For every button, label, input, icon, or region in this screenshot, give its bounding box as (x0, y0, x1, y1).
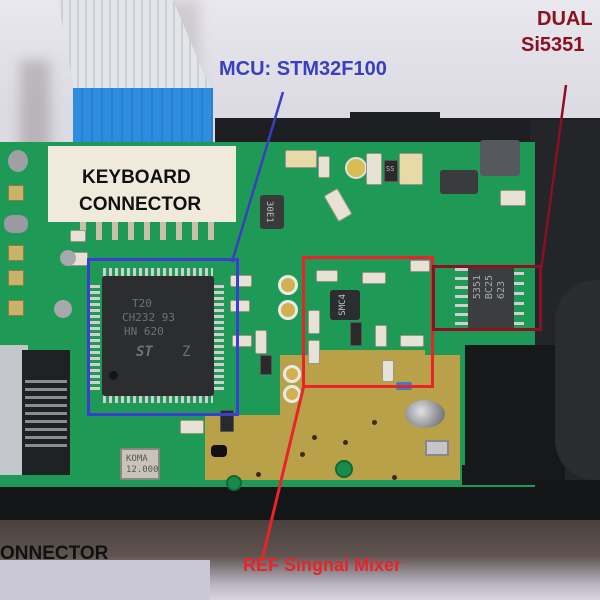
pad (8, 300, 24, 316)
via (256, 472, 261, 477)
resistor (318, 156, 330, 178)
resistor (316, 270, 338, 282)
solder-joint (8, 150, 28, 172)
crystal-oscillator: KOMA 12.000 (120, 448, 160, 480)
si5351-highlight-box (432, 265, 542, 331)
crystal-marking-1: KOMA (126, 454, 148, 464)
resistor (308, 340, 320, 364)
capacitor (375, 325, 387, 347)
si5351-pins-right (512, 272, 524, 326)
via (392, 475, 397, 480)
capacitor (382, 360, 394, 382)
via (312, 435, 317, 440)
capacitor (70, 230, 86, 242)
ground-pad (226, 475, 242, 491)
keyboard-connector-pins (80, 222, 220, 240)
solder-joint (4, 215, 28, 233)
label-dual: DUAL (537, 8, 593, 30)
test-pad (278, 300, 298, 320)
enclosure-tab (265, 120, 315, 138)
mixer-highlight-box (302, 256, 434, 388)
pcb-mark (211, 445, 227, 457)
st-logo: ST (136, 344, 153, 360)
pad (8, 270, 24, 286)
test-pad (283, 385, 301, 403)
pcb-cutout (462, 345, 537, 485)
pad (8, 245, 24, 261)
resistor (362, 272, 386, 284)
mcu-suffix: Z (182, 344, 191, 360)
solder-pad (425, 440, 449, 456)
pad (8, 185, 24, 201)
resistor-ss: SS (384, 160, 398, 182)
side-connector-pins (25, 380, 67, 450)
gold-ground-plane (315, 350, 425, 380)
mcu-pointer-line (230, 91, 285, 263)
mcu-chip: T20 CH232 93 HN 620 ST Z (102, 276, 214, 396)
test-pad (278, 275, 298, 295)
si5351-pins-left (455, 268, 469, 328)
label-ref-signal-mixer: REF Singnal Mixer (243, 555, 402, 575)
via (372, 420, 377, 425)
capacitor (500, 190, 526, 206)
transistor (440, 170, 478, 194)
mcu-pins-bottom (103, 395, 213, 403)
ribbon-cable (58, 0, 213, 95)
label-connector: CONNECTOR (79, 194, 202, 215)
resistor (350, 322, 362, 346)
regulator-marking: 30E1 (264, 201, 274, 223)
capacitor (400, 335, 424, 347)
solder-joint (60, 250, 76, 266)
mcu-pins-top (103, 268, 213, 276)
mcu-highlight-box (87, 258, 239, 416)
solder-blob (405, 400, 445, 428)
si5351-chip: 5351 BC25 623 (468, 265, 514, 331)
capacitor (366, 153, 382, 185)
regulator-chip: 30E1 (260, 195, 284, 229)
resistor (260, 355, 272, 375)
lens-housing (555, 280, 600, 480)
via (300, 452, 305, 457)
resistor (410, 260, 430, 272)
label-mcu: MCU: STM32F100 (219, 58, 387, 80)
mcu-pins-right (214, 285, 224, 390)
resistor (230, 275, 252, 287)
test-pad (283, 365, 301, 383)
resistor (255, 330, 267, 354)
mixer-chip: SMC4 (330, 290, 360, 320)
capacitor (285, 150, 317, 168)
surface-light-patch (0, 560, 210, 600)
resistor (230, 300, 250, 312)
si5351-pointer-line (539, 84, 568, 271)
label-si5351: Si5351 (521, 34, 585, 56)
resistor-marking: SS (386, 165, 395, 173)
via (343, 440, 348, 445)
mcu-marking-3: HN 620 (124, 325, 164, 338)
resistor (308, 310, 320, 334)
pin1-marker (109, 371, 118, 380)
crystal-marking-2: 12.000 (126, 465, 159, 475)
ground-pad (335, 460, 353, 478)
keyboard-connector-body (48, 146, 236, 222)
mcu-pins-left (90, 285, 100, 390)
solder-joint (54, 300, 72, 318)
label-connector-bottom: ONNECTOR (0, 543, 109, 564)
shield-inductor (480, 140, 520, 176)
enclosure-bottom (0, 480, 600, 525)
mcu-marking-1: T20 (132, 297, 152, 310)
enclosure-tab (350, 112, 440, 132)
capacitor (399, 153, 423, 185)
label-keyboard: KEYBOARD (82, 167, 191, 188)
capacitor (180, 420, 204, 434)
mcu-marking-2: CH232 93 (122, 311, 175, 324)
mixer-pointer-line (260, 384, 306, 561)
